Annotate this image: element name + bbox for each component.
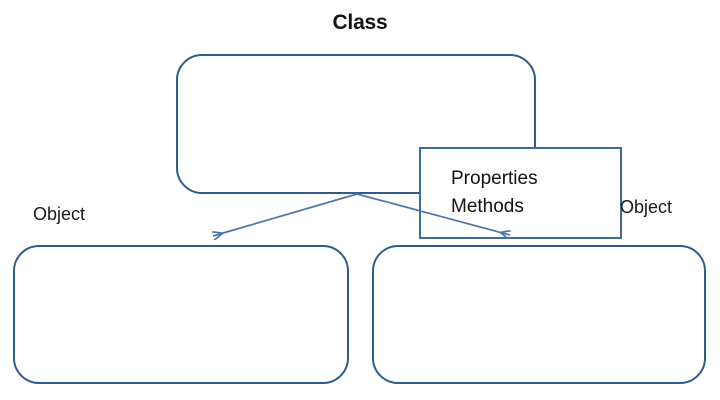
- object-left-label: Object: [33, 204, 86, 224]
- object-left-node[interactable]: Properties Methods: [13, 245, 349, 384]
- class-methods-label: Methods: [451, 196, 524, 217]
- diagram-title: Class: [332, 11, 388, 34]
- class-node[interactable]: Properties Methods: [176, 54, 622, 239]
- class-properties-label: Properties: [451, 168, 538, 189]
- class-member-box: Properties Methods: [419, 147, 622, 239]
- arrow-class-to-object-left: [213, 193, 358, 236]
- object-right-node[interactable]: Properties Methods: [372, 245, 706, 384]
- object-right-label: Object: [620, 197, 673, 217]
